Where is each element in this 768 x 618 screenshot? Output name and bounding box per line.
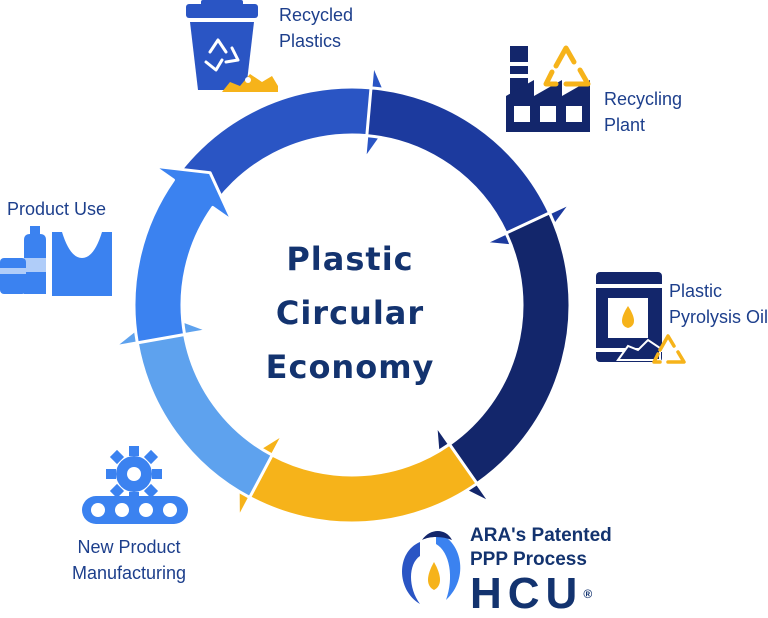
conveyor-belt-icon [82,496,188,524]
bottle-icon [24,226,46,294]
hcu-process-label: ARA's Patented PPP Process HCU® [470,524,612,616]
label-product-use: Product Use [7,196,106,222]
label-line: Plastics [279,31,342,51]
cycle-arrow-top [161,62,398,222]
label-line: Pyrolysis Oil [669,307,768,327]
factory-icon [506,46,590,132]
hcu-logo-letters: HCU [470,569,584,618]
gear-icon [106,446,162,502]
label-line: Manufacturing [72,563,187,583]
label-line: Plastic [669,281,723,301]
registered-mark: ® [583,587,593,601]
label-line: Recycling [604,89,683,109]
cycle-ring [112,62,573,525]
label-recycling-plant: Recycling Plant [604,86,682,138]
center-title-line-3: Economy [265,348,435,386]
label-line: Plant [604,115,646,135]
label-plastic-pyrolysis-oil: Plastic Pyrolysis Oil [669,278,768,330]
hcu-logo-text: HCU® [470,572,612,616]
recycle-bin-icon [186,0,278,92]
oil-drum-icon [596,272,662,362]
label-line: Product Use [7,199,107,219]
recycle-symbol-icon [652,334,686,364]
cycle-arrow-right [434,211,572,505]
hcu-line-1: ARA's Patented [470,525,612,546]
hcu-line-2: PPP Process [470,549,587,570]
label-new-product-manufacturing: New Product Manufacturing [72,534,186,586]
shopping-bag-icon [52,232,112,296]
hcu-logo-icon [402,531,461,604]
center-title-line-2: Circular [275,294,425,332]
label-line: New Product [77,537,181,557]
center-title: Plastic Circular Economy [230,232,470,394]
container-icon [0,258,26,294]
label-line: Recycled [279,5,354,25]
cycle-arrow-upper-left [132,164,234,345]
center-title-line-1: Plastic [286,240,414,278]
recycle-symbol-icon [543,45,591,87]
label-recycled-plastics: Recycled Plastics [279,2,353,54]
